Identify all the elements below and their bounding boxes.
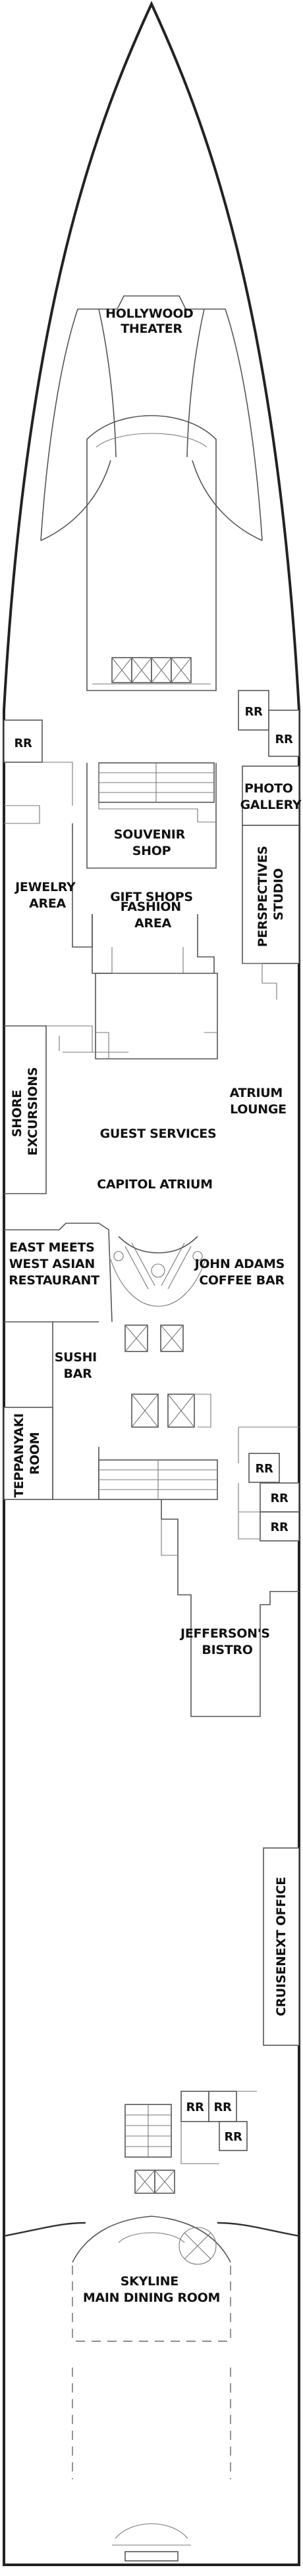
restroom-aft-1[interactable]: RR — [180, 2091, 209, 2122]
photo-gallery-label: PHOTO GALLERY — [240, 781, 302, 812]
restroom-label: RR — [270, 1492, 289, 1505]
teppanyaki-room-label: TEPPANYAKI ROOM — [12, 1409, 42, 1497]
teppanyaki-room[interactable]: TEPPANYAKI ROOM — [3, 1407, 53, 1500]
central-core — [95, 973, 218, 1059]
restroom-aft-3[interactable]: RR — [219, 2121, 248, 2151]
john-adams-coffee-bar-label: JOHN ADAMS COFFEE BAR — [194, 1257, 289, 1288]
souvenir-shop[interactable]: SOUVENIR SHOP — [86, 762, 217, 869]
skyline-main-dining-room[interactable]: SKYLINE MAIN DINING ROOM — [3, 2216, 300, 2562]
ship-hull — [3, 1, 300, 2566]
atrium-lounge-label: ATRIUM LOUNGE — [230, 1086, 287, 1117]
perspectives-studio[interactable]: PERSPECTIVES STUDIO — [242, 825, 300, 964]
guest-services-label: GUEST SERVICES — [100, 1127, 217, 1141]
grand-staircase — [110, 1236, 206, 1352]
restroom-port-forward[interactable]: RR — [3, 719, 43, 763]
restroom-label: RR — [186, 2101, 204, 2114]
perspectives-studio-label: PERSPECTIVES STUDIO — [256, 842, 286, 947]
restroom-label: RR — [270, 1520, 289, 1534]
capitol-atrium-label: CAPITOL ATRIUM — [97, 1177, 213, 1192]
restroom-label: RR — [255, 1462, 273, 1476]
souvenir-shop-label: SOUVENIR SHOP — [114, 827, 189, 858]
cruisenext-office-label: CRUISENEXT OFFICE — [274, 1877, 289, 2016]
restroom-starboard-mid-2[interactable]: RR — [260, 1482, 300, 1513]
skyline-label: SKYLINE MAIN DINING ROOM — [83, 2274, 220, 2305]
restroom-starboard-forward[interactable]: RR — [238, 690, 269, 731]
sushi-bar-label: SUSHI BAR — [55, 1350, 101, 1381]
mid-elevator-bank — [98, 1394, 218, 1500]
restroom-label: RR — [275, 733, 293, 746]
hollywood-theater-label: HOLLYWOOD THEATER — [105, 306, 198, 336]
restroom-starboard-forward-2[interactable]: RR — [268, 710, 300, 757]
jeffersons-bistro-label: JEFFERSON'S BISTRO — [179, 1626, 274, 1657]
restroom-starboard-mid[interactable]: RR — [248, 1453, 280, 1483]
jeffersons-bistro[interactable]: JEFFERSON'S BISTRO — [161, 1499, 299, 1717]
east-meets-west-label: EAST MEETS WEST ASIAN RESTAURANT — [9, 1240, 99, 1288]
shore-excursions[interactable]: SHORE EXCURSIONS — [4, 1025, 128, 1194]
restroom-label: RR — [224, 2130, 242, 2144]
jewelry-area-label: JEWELRY AREA — [14, 880, 80, 911]
photo-gallery[interactable]: PHOTO GALLERY — [240, 766, 302, 826]
fashion-area-label: FASHION AREA — [121, 900, 185, 931]
restroom-starboard-mid-3[interactable]: RR — [260, 1511, 300, 1542]
hollywood-theater[interactable]: HOLLYWOOD THEATER — [40, 295, 263, 691]
restroom-label: RR — [213, 2101, 232, 2114]
shore-excursions-label: SHORE EXCURSIONS — [10, 1067, 40, 1155]
restroom-label: RR — [14, 737, 32, 750]
restroom-label: RR — [244, 705, 263, 719]
restroom-aft-2[interactable]: RR — [208, 2091, 237, 2122]
aft-stairs — [124, 2104, 175, 2194]
theater-stage-boxes — [111, 657, 192, 683]
gift-shops-label: GIFT SHOPS — [110, 890, 193, 904]
east-meets-west-restaurant[interactable]: EAST MEETS WEST ASIAN RESTAURANT — [4, 1223, 113, 1323]
cruisenext-office[interactable]: CRUISENEXT OFFICE — [263, 1847, 300, 2046]
